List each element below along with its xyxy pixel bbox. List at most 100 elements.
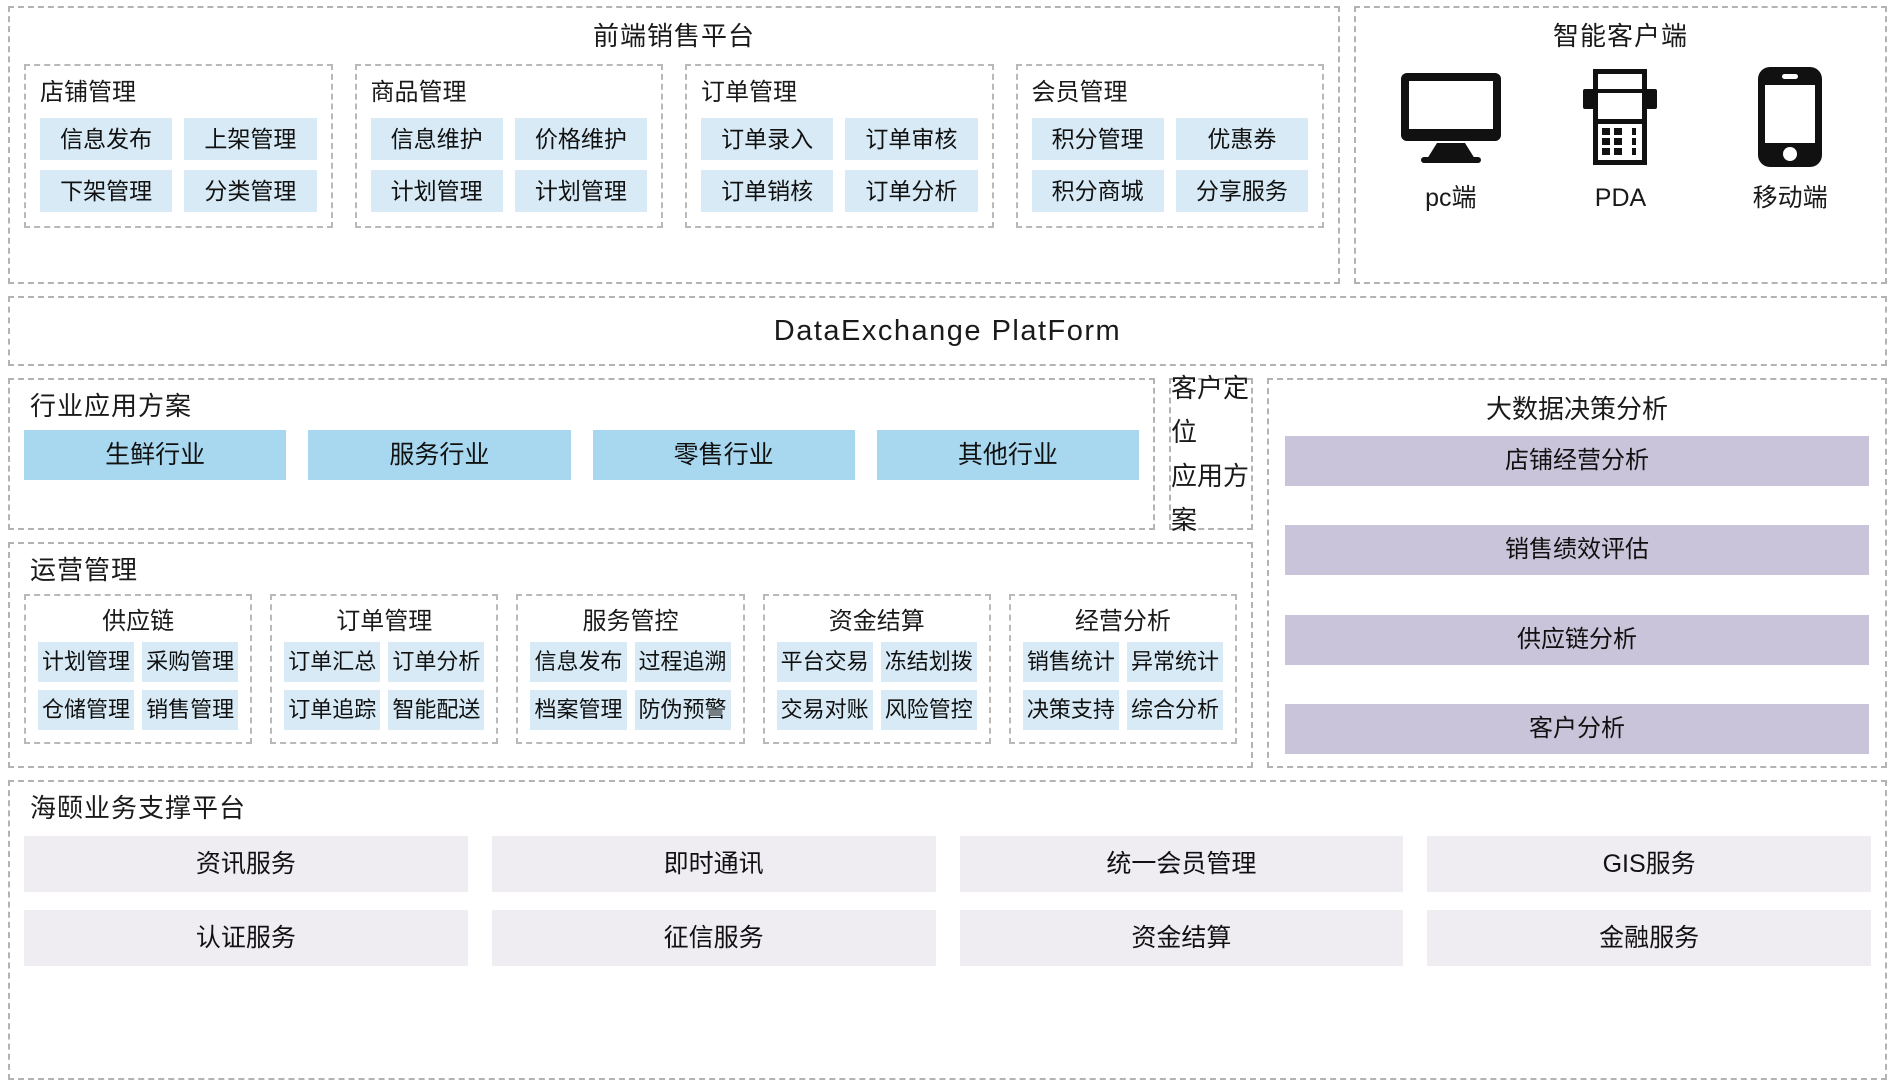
bigdata-list: 店铺经营分析 销售绩效评估 供应链分析 客户分析 (1285, 436, 1869, 754)
client-devices: pc端 (1366, 62, 1875, 218)
device-label: PDA (1594, 184, 1647, 212)
industry-chip[interactable]: 生鲜行业 (24, 430, 287, 480)
chip-item[interactable]: 计划管理 (38, 642, 135, 682)
frontend-sales-platform-panel: 前端销售平台 店铺管理 信息发布 上架管理 下架管理 分类管理 商品管理 信息维… (8, 6, 1340, 284)
chip-item[interactable]: 过程追溯 (634, 642, 731, 682)
support-chip[interactable]: 认证服务 (24, 910, 468, 966)
industry-chip[interactable]: 其他行业 (876, 430, 1139, 480)
chip-item[interactable]: 分享服务 (1175, 170, 1308, 212)
group-title: 商品管理 (370, 79, 467, 106)
industry-title: 行业应用方案 (30, 391, 193, 421)
chip-item[interactable]: 计划管理 (514, 170, 647, 212)
bigdata-decision-analysis-panel: 大数据决策分析 店铺经营分析 销售绩效评估 供应链分析 客户分析 (1267, 378, 1887, 768)
industry-chip[interactable]: 服务行业 (308, 430, 571, 480)
group-title: 经营分析 (1074, 608, 1171, 635)
operations-title: 运营管理 (30, 555, 139, 585)
top-row: 前端销售平台 店铺管理 信息发布 上架管理 下架管理 分类管理 商品管理 信息维… (8, 6, 1887, 284)
chip-item[interactable]: 档案管理 (530, 690, 627, 730)
chip-item[interactable]: 信息发布 (530, 642, 627, 682)
support-chip[interactable]: GIS服务 (1427, 836, 1871, 892)
support-chip[interactable]: 即时通讯 (491, 836, 936, 892)
frontend-group-member: 会员管理 积分管理 优惠券 积分商城 分享服务 (1015, 64, 1324, 228)
group-title: 店铺管理 (40, 79, 136, 106)
mobile-icon (1715, 62, 1865, 172)
chip-item[interactable]: 智能配送 (388, 690, 485, 730)
group-title: 资金结算 (828, 608, 925, 635)
chip-item[interactable]: 上架管理 (184, 118, 317, 160)
chip-item[interactable]: 异常统计 (1126, 642, 1224, 682)
group-title: 订单管理 (336, 608, 433, 635)
band-label: DataExchange PlatForm (773, 314, 1122, 347)
chip-item[interactable]: 价格维护 (514, 118, 647, 160)
chip-item[interactable]: 订单录入 (701, 118, 834, 160)
chip-item[interactable]: 订单分析 (845, 170, 978, 212)
group-chip-grid: 积分管理 优惠券 积分商城 分享服务 (1031, 118, 1308, 212)
monitor-icon (1376, 62, 1526, 172)
device-pda[interactable]: PDA (1545, 62, 1695, 218)
chip-item[interactable]: 仓储管理 (38, 690, 135, 730)
frontend-group-store: 店铺管理 信息发布 上架管理 下架管理 分类管理 (24, 64, 333, 228)
chip-item[interactable]: 风险管控 (880, 690, 977, 730)
group-chip-grid: 平台交易 冻结划拨 交易对账 风险管控 (776, 642, 977, 730)
ops-group-order: 订单管理 订单汇总 订单分析 订单追踪 智能配送 (270, 594, 499, 744)
data-exchange-platform-band: DataExchange PlatForm (8, 296, 1887, 366)
support-chip[interactable]: 征信服务 (491, 910, 936, 966)
pda-icon (1545, 62, 1695, 172)
chip-item[interactable]: 订单追踪 (284, 690, 381, 730)
support-chip-grid: 资讯服务 即时通讯 统一会员管理 GIS服务 认证服务 征信服务 资金结算 金融… (24, 836, 1871, 966)
chip-item[interactable]: 冻结划拨 (880, 642, 977, 682)
chip-item[interactable]: 交易对账 (776, 690, 873, 730)
ops-group-supply-chain: 供应链 计划管理 采购管理 仓储管理 销售管理 (24, 594, 253, 744)
chip-item[interactable]: 积分商城 (1031, 170, 1164, 212)
support-chip[interactable]: 资金结算 (959, 910, 1404, 966)
group-title: 会员管理 (1031, 79, 1128, 106)
chip-item[interactable]: 下架管理 (40, 170, 173, 212)
bigdata-chip[interactable]: 客户分析 (1285, 703, 1869, 754)
device-mobile[interactable]: 移动端 (1715, 62, 1865, 218)
support-chip[interactable]: 金融服务 (1427, 910, 1871, 966)
ops-group-service-control: 服务管控 信息发布 过程追溯 档案管理 防伪预警 (516, 594, 745, 744)
chip-item[interactable]: 信息维护 (370, 118, 503, 160)
chip-item[interactable]: 销售统计 (1022, 642, 1119, 682)
ops-group-business-analysis: 经营分析 销售统计 异常统计 决策支持 综合分析 (1008, 594, 1238, 744)
frontend-title: 前端销售平台 (592, 21, 755, 51)
frontend-groups: 店铺管理 信息发布 上架管理 下架管理 分类管理 商品管理 信息维护 价格维护 … (24, 64, 1324, 228)
bigdata-chip[interactable]: 销售绩效评估 (1285, 525, 1869, 576)
chip-item[interactable]: 销售管理 (142, 690, 239, 730)
chip-item[interactable]: 优惠券 (1175, 118, 1308, 160)
industry-chip[interactable]: 零售行业 (592, 430, 855, 480)
chip-item[interactable]: 订单销核 (701, 170, 834, 212)
chip-item[interactable]: 平台交易 (776, 642, 873, 682)
support-chip[interactable]: 资讯服务 (24, 836, 468, 892)
bigdata-chip[interactable]: 供应链分析 (1285, 614, 1869, 665)
chip-item[interactable]: 信息发布 (40, 118, 173, 160)
chip-item[interactable]: 决策支持 (1022, 690, 1119, 730)
group-chip-grid: 信息发布 上架管理 下架管理 分类管理 (40, 118, 317, 212)
bigdata-chip[interactable]: 店铺经营分析 (1285, 436, 1869, 486)
device-label: 移动端 (1752, 184, 1828, 212)
chip-item[interactable]: 订单分析 (388, 642, 485, 682)
chip-item[interactable]: 综合分析 (1126, 690, 1224, 730)
device-label: pc端 (1425, 184, 1477, 212)
chip-item[interactable]: 订单审核 (845, 118, 978, 160)
bigdata-title: 大数据决策分析 (1485, 394, 1668, 424)
group-chip-grid: 计划管理 采购管理 仓储管理 销售管理 (38, 642, 239, 730)
customer-line-1: 客户定位 (1171, 373, 1250, 447)
middle-left-column: 行业应用方案 生鲜行业 服务行业 零售行业 其他行业 客户定位 应用方案 运营管… (8, 373, 1253, 768)
customer-positioning-panel: 客户定位 应用方案 (1169, 373, 1253, 535)
group-chip-grid: 订单汇总 订单分析 订单追踪 智能配送 (284, 642, 485, 730)
operations-groups: 供应链 计划管理 采购管理 仓储管理 销售管理 订单管理 订单汇总 订单分析 (24, 594, 1238, 744)
group-chip-grid: 信息发布 过程追溯 档案管理 防伪预警 (530, 642, 731, 730)
ops-group-fund-settlement: 资金结算 平台交易 冻结划拨 交易对账 风险管控 (762, 594, 991, 744)
middle-row: 行业应用方案 生鲜行业 服务行业 零售行业 其他行业 客户定位 应用方案 运营管… (8, 373, 1887, 768)
chip-item[interactable]: 采购管理 (142, 642, 239, 682)
chip-item[interactable]: 积分管理 (1031, 118, 1164, 160)
chip-item[interactable]: 计划管理 (370, 170, 503, 212)
support-chip[interactable]: 统一会员管理 (959, 836, 1404, 892)
chip-item[interactable]: 防伪预警 (634, 690, 731, 730)
device-pc[interactable]: pc端 (1376, 62, 1526, 218)
frontend-group-product: 商品管理 信息维护 价格维护 计划管理 计划管理 (354, 64, 663, 228)
chip-item[interactable]: 分类管理 (184, 170, 317, 212)
chip-item[interactable]: 订单汇总 (284, 642, 381, 682)
group-title: 供应链 (102, 608, 175, 635)
